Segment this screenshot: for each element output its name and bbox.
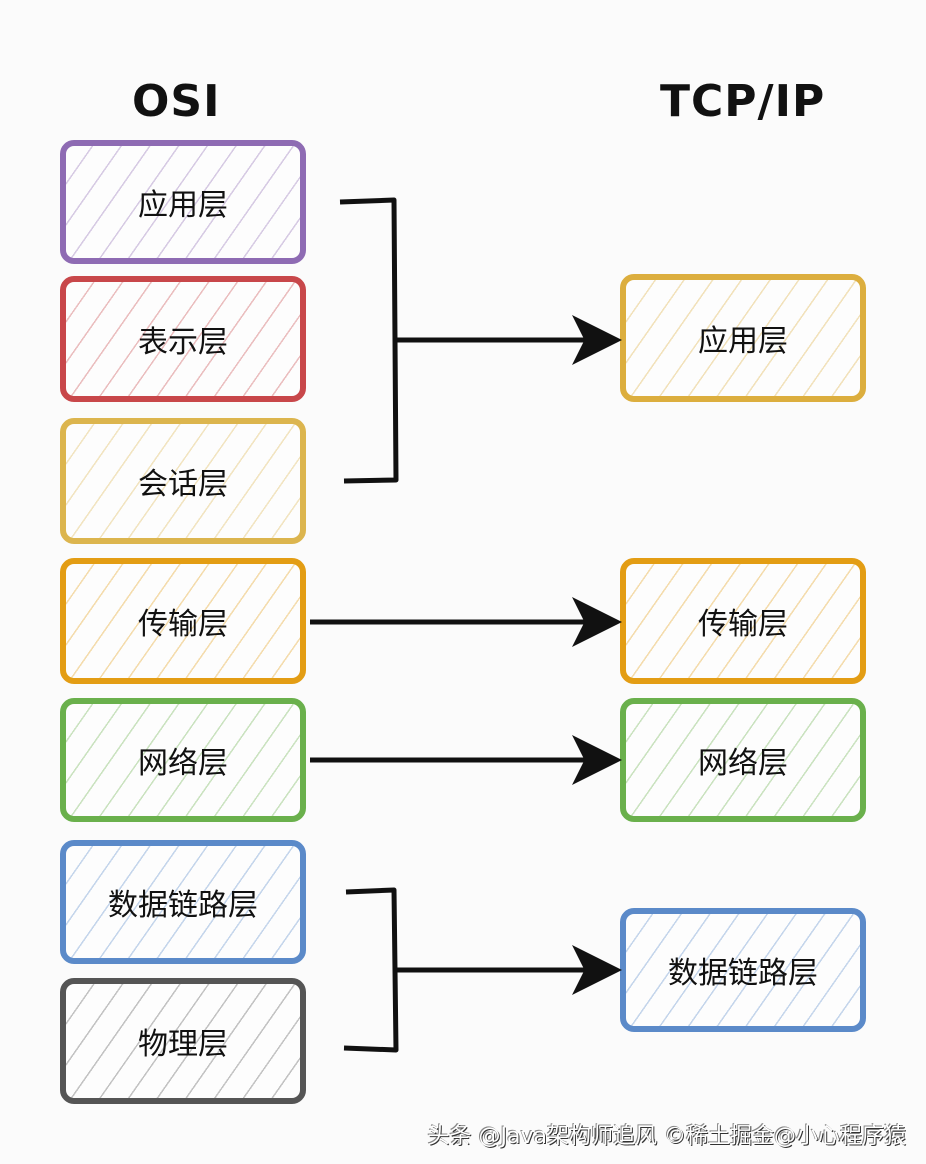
osi-layer-transport: 传输层	[60, 558, 306, 684]
osi-title: OSI	[132, 76, 221, 127]
tcpip-layer-data-link: 数据链路层	[620, 908, 866, 1032]
osi-layer-label: 表示层	[138, 325, 228, 360]
osi-layer-label: 会话层	[138, 467, 228, 502]
tcpip-layer-label: 网络层	[698, 746, 788, 781]
tcpip-layer-label: 数据链路层	[668, 956, 818, 991]
tcpip-layer-label: 传输层	[698, 607, 788, 642]
osi-layer-application: 应用层	[60, 140, 306, 264]
tcpip-layer-network: 网络层	[620, 698, 866, 822]
osi-layer-session: 会话层	[60, 418, 306, 544]
osi-layer-label: 网络层	[138, 746, 228, 781]
osi-layer-label: 物理层	[138, 1027, 228, 1062]
osi-layer-physical: 物理层	[60, 978, 306, 1104]
osi-layer-label: 应用层	[138, 188, 228, 223]
bracket-upper	[339, 197, 399, 484]
tcpip-layer-label: 应用层	[698, 324, 788, 359]
bracket-lower	[343, 887, 399, 1053]
tcpip-layer-transport: 传输层	[620, 558, 866, 684]
tcpip-title: TCP/IP	[660, 76, 826, 127]
osi-layer-label: 数据链路层	[108, 888, 258, 923]
osi-layer-label: 传输层	[138, 607, 228, 642]
osi-layer-data-link: 数据链路层	[60, 840, 306, 964]
tcpip-layer-application: 应用层	[620, 274, 866, 402]
osi-layer-presentation: 表示层	[60, 276, 306, 402]
watermark: 头条 @Java架构师追风 ©稀土掘金@小心程序猿	[427, 1124, 906, 1149]
osi-layer-network: 网络层	[60, 698, 306, 822]
